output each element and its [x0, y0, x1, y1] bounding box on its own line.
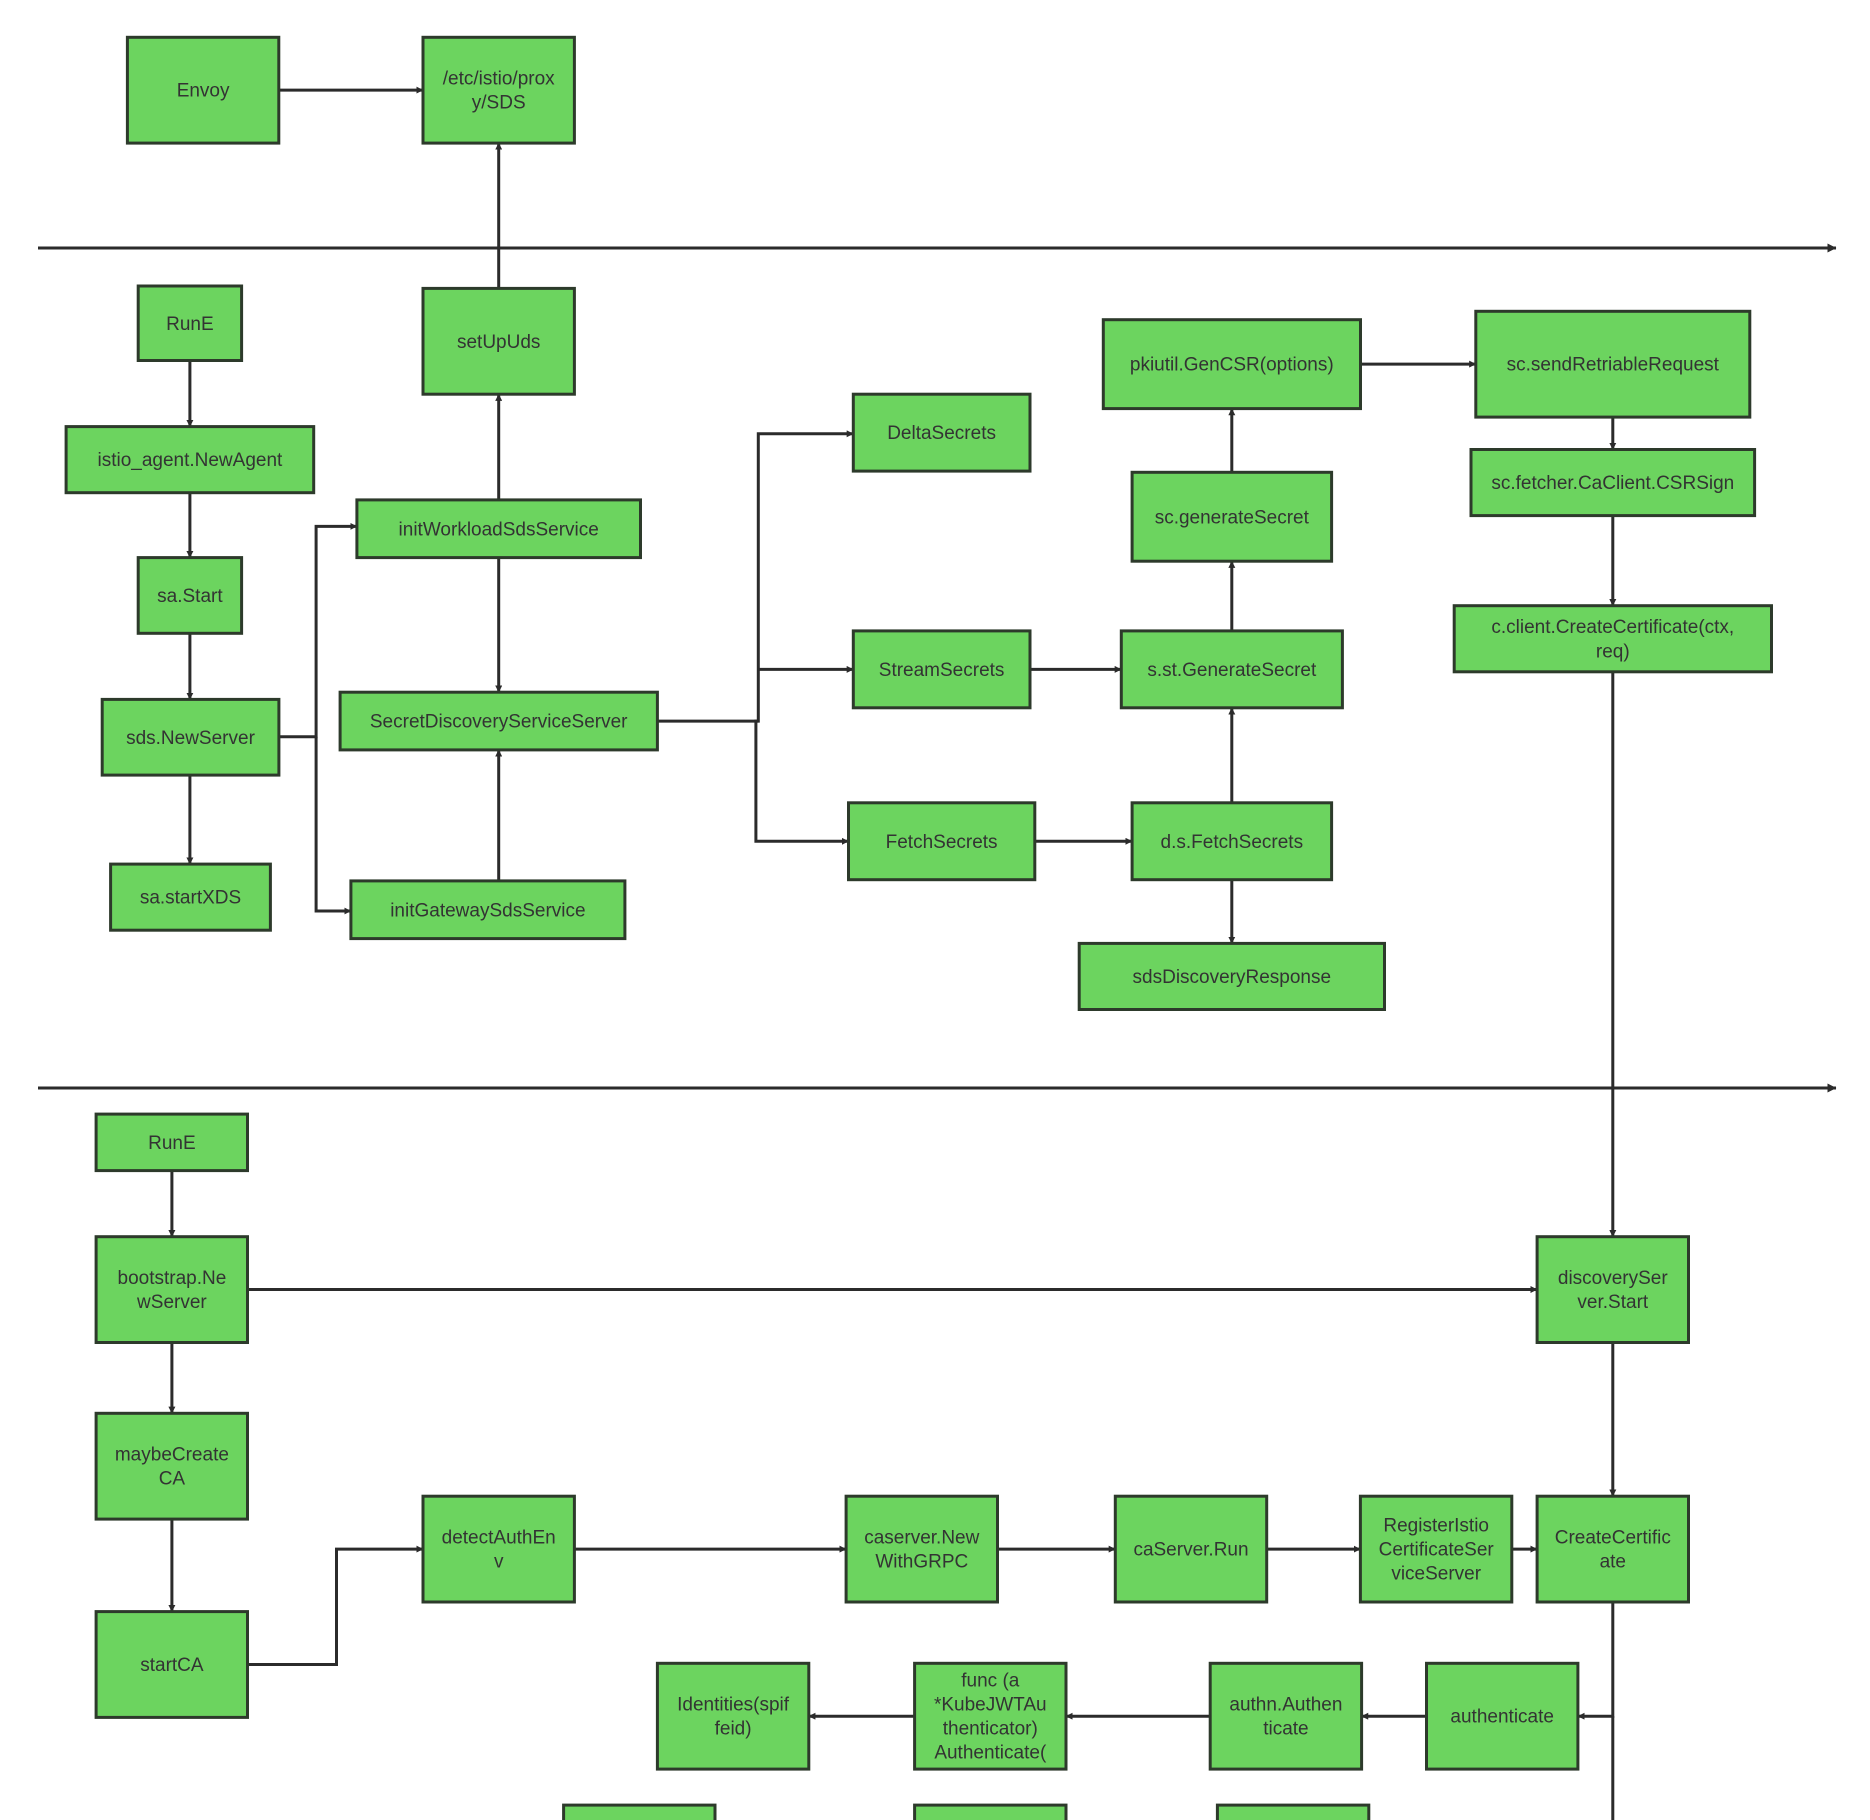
node-label: d.s.FetchSecrets — [1161, 832, 1304, 853]
node-init-workload: initWorkloadSdsService — [355, 498, 642, 560]
node-label: SecretDiscoveryServiceServer — [370, 712, 628, 733]
node-init-gateway: initGatewaySdsService — [349, 879, 627, 941]
edge-connector — [278, 522, 358, 739]
node-label: RunE — [148, 1133, 196, 1154]
node-label: sdsDiscoveryResponse — [1133, 967, 1332, 988]
node-c-client-create-cert: c.client.CreateCertificate(ctx,req) — [1452, 604, 1773, 674]
node-pkiutil-gencsr: pkiutil.GenCSR(options) — [1101, 318, 1363, 411]
node-rune-agent: RunE — [136, 284, 244, 362]
node-delta-secrets: DeltaSecrets — [851, 392, 1032, 473]
node-sc-generate-secret: sc.generateSecret — [1130, 470, 1334, 563]
node-label: sc.generateSecret — [1155, 507, 1310, 528]
node-label: initGatewaySdsService — [390, 900, 585, 921]
node-label: caServer.Run — [1133, 1540, 1248, 1561]
node-label: sds.NewServer — [126, 728, 255, 749]
node-sa-startxds: sa.startXDS — [109, 862, 272, 932]
node-sc-fetcher-csrsign: sc.fetcher.CaClient.CSRSign — [1469, 448, 1757, 518]
node-sa-start: sa.Start — [136, 556, 244, 635]
node-start-ca: startCA — [94, 1610, 249, 1719]
node-label: sc.sendRetriableRequest — [1507, 355, 1720, 376]
node-label: RunE — [166, 314, 214, 335]
edge-connector — [1577, 1602, 1615, 1720]
node-sc-send-retriable: sc.sendRetriableRequest — [1474, 309, 1752, 419]
node-label: authenticate — [1450, 1707, 1554, 1728]
node-sds-discovery-response: sdsDiscoveryResponse — [1077, 941, 1386, 1012]
node-label: FetchSecrets — [886, 832, 998, 853]
node-envoy: Envoy — [125, 35, 281, 145]
node-setupuds: setUpUds — [421, 286, 576, 396]
node-label: setUpUds — [457, 332, 540, 353]
node-fetch-secrets: FetchSecrets — [847, 801, 1037, 882]
edge-connector — [314, 736, 352, 915]
node-label: initWorkloadSdsService — [399, 519, 599, 540]
node-label: pkiutil.GenCSR(options) — [1130, 355, 1334, 376]
node-bottom-2 — [913, 1803, 1068, 1820]
edge-connector — [247, 1545, 424, 1666]
node-label: startCA — [140, 1655, 204, 1676]
node-label: DeltaSecrets — [887, 423, 996, 444]
node-label: StreamSecrets — [879, 660, 1005, 681]
node-label: sa.startXDS — [140, 888, 241, 909]
node-s-st-generate-secret: s.st.GenerateSecret — [1119, 629, 1344, 710]
edge-connector — [657, 430, 854, 723]
node-d-s-fetch-secrets: d.s.FetchSecrets — [1130, 801, 1334, 882]
node-authenticate: authenticate — [1425, 1661, 1580, 1771]
node-label: s.st.GenerateSecret — [1147, 660, 1317, 681]
node-label: c.client.CreateCertificate(ctx,req) — [1491, 617, 1734, 662]
node-label: Envoy — [177, 81, 230, 102]
edge-connector — [754, 719, 849, 845]
node-caserver-run: caServer.Run — [1113, 1494, 1269, 1604]
node-label: sa.Start — [157, 586, 223, 607]
node-rune-pilot: RunE — [94, 1112, 249, 1173]
node-bottom-3 — [1215, 1803, 1371, 1820]
node-new-agent: istio_agent.NewAgent — [64, 425, 316, 495]
node-label: sc.fetcher.CaClient.CSRSign — [1491, 473, 1734, 494]
node-bottom-1 — [562, 1803, 717, 1820]
node-sds-server: SecretDiscoveryServiceServer — [338, 690, 659, 752]
node-sds-newserver: sds.NewServer — [100, 697, 281, 777]
node-label: istio_agent.NewAgent — [97, 450, 283, 471]
node-stream-secrets: StreamSecrets — [851, 629, 1032, 710]
